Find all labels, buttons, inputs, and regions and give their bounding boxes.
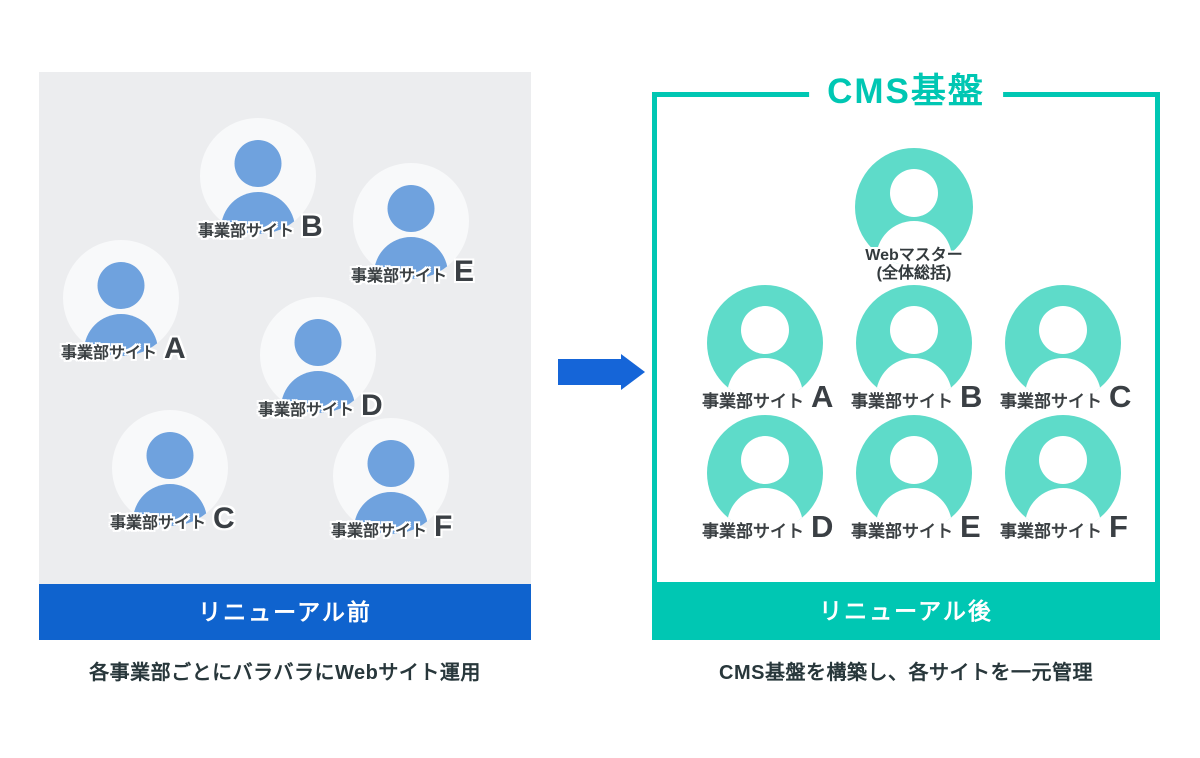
site-label-letter: C	[1109, 379, 1132, 414]
site-label-prefix: 事業部サイト	[702, 522, 804, 541]
site-label: 事業部サイト D	[258, 391, 383, 421]
site-label: 事業部サイト B	[198, 212, 323, 242]
user-head	[890, 436, 938, 484]
user-head	[741, 436, 789, 484]
site-label-prefix: 事業部サイト	[110, 515, 207, 532]
site-label-prefix: 事業部サイト	[351, 268, 448, 285]
site-label: 事業部サイト F	[331, 512, 452, 542]
site-label-prefix: 事業部サイト	[198, 223, 295, 240]
before-caption: 各事業部ごとにバラバラにWebサイト運用	[89, 662, 481, 684]
webmaster-role: (全体総括)	[876, 264, 952, 282]
site-node-e: 事業部サイト E	[851, 415, 981, 542]
user-icon	[200, 118, 316, 234]
site-label: 事業部サイト D	[702, 511, 833, 542]
user-icon	[707, 415, 823, 531]
before-panel: 事業部サイト B 事業部サイト E 事業部サイト A	[39, 72, 531, 640]
site-node-f: 事業部サイト F	[1000, 415, 1128, 542]
site-node-a: 事業部サイト A	[702, 285, 833, 412]
site-label: 事業部サイト F	[1000, 511, 1128, 542]
site-label-letter: F	[1109, 509, 1128, 544]
user-icon	[260, 297, 376, 413]
site-label-prefix: 事業部サイト	[851, 392, 953, 411]
webmaster-name: Webマスター	[865, 247, 963, 264]
sites-row-2: 事業部サイト D 事業部サイト E 事業部サイト F	[657, 415, 1155, 542]
site-label-letter: E	[960, 509, 981, 544]
user-head	[294, 319, 342, 366]
user-head	[1039, 436, 1087, 484]
webmaster-node: Webマスター (全体総括)	[855, 148, 973, 282]
after-panel: CMS基盤 Webマスター (全体総括) 事業部サイト A	[652, 71, 1160, 640]
site-node-d: 事業部サイト D	[702, 415, 833, 542]
site-label-prefix: 事業部サイト	[1000, 522, 1102, 541]
site-label: 事業部サイト C	[110, 504, 235, 534]
sites-row-1: 事業部サイト A 事業部サイト B 事業部サイト C	[657, 285, 1155, 412]
user-icon	[707, 285, 823, 401]
user-icon	[1005, 285, 1121, 401]
after-bar: リニューアル後	[652, 582, 1160, 640]
site-node-b: 事業部サイト B	[851, 285, 982, 412]
site-label-letter: E	[454, 255, 475, 288]
site-node-c: 事業部サイト C	[110, 410, 235, 534]
user-icon	[112, 410, 228, 526]
site-label-prefix: 事業部サイト	[331, 523, 428, 540]
site-label: 事業部サイト B	[851, 381, 982, 412]
site-node-e: 事業部サイト E	[351, 163, 474, 287]
user-icon	[856, 415, 972, 531]
after-caption: CMS基盤を構築し、各サイトを一元管理	[719, 662, 1093, 684]
site-label: 事業部サイト A	[61, 334, 186, 364]
site-node-c: 事業部サイト C	[1000, 285, 1131, 412]
site-label: 事業部サイト C	[1000, 381, 1131, 412]
user-head	[367, 440, 415, 487]
site-label-letter: F	[434, 510, 453, 543]
site-label-letter: A	[811, 379, 834, 414]
site-label-prefix: 事業部サイト	[61, 345, 158, 362]
webmaster-label: Webマスター (全体総括)	[865, 247, 963, 283]
cms-title: CMS基盤	[809, 71, 1003, 113]
webmaster-icon	[855, 148, 973, 266]
site-label-prefix: 事業部サイト	[258, 402, 355, 419]
user-head	[890, 169, 938, 217]
user-icon	[856, 285, 972, 401]
site-node-f: 事業部サイト F	[331, 418, 452, 542]
arrow-right-icon	[558, 354, 645, 390]
site-node-d: 事業部サイト D	[258, 297, 383, 421]
site-label: 事業部サイト E	[351, 257, 474, 287]
user-icon	[353, 163, 469, 279]
site-label-letter: A	[164, 332, 186, 365]
site-label: 事業部サイト A	[702, 381, 833, 412]
user-head	[1039, 306, 1087, 354]
user-head	[387, 185, 435, 232]
before-bar: リニューアル前	[39, 584, 531, 640]
user-head	[146, 432, 194, 479]
site-label-letter: C	[213, 502, 235, 535]
site-label-letter: D	[361, 389, 383, 422]
user-head	[234, 140, 282, 187]
user-icon	[63, 240, 179, 356]
user-icon	[333, 418, 449, 534]
user-head	[97, 262, 145, 309]
site-node-b: 事業部サイト B	[198, 118, 323, 242]
site-node-a: 事業部サイト A	[61, 240, 186, 364]
user-head	[741, 306, 789, 354]
user-icon	[1005, 415, 1121, 531]
arrow-tip	[621, 354, 645, 390]
site-label-letter: B	[301, 210, 323, 243]
site-label: 事業部サイト E	[851, 511, 981, 542]
site-label-prefix: 事業部サイト	[851, 522, 953, 541]
site-label-prefix: 事業部サイト	[702, 392, 804, 411]
arrow-shaft	[558, 359, 621, 385]
site-label-letter: B	[960, 379, 983, 414]
site-label-letter: D	[811, 509, 834, 544]
site-label-prefix: 事業部サイト	[1000, 392, 1102, 411]
user-head	[890, 306, 938, 354]
